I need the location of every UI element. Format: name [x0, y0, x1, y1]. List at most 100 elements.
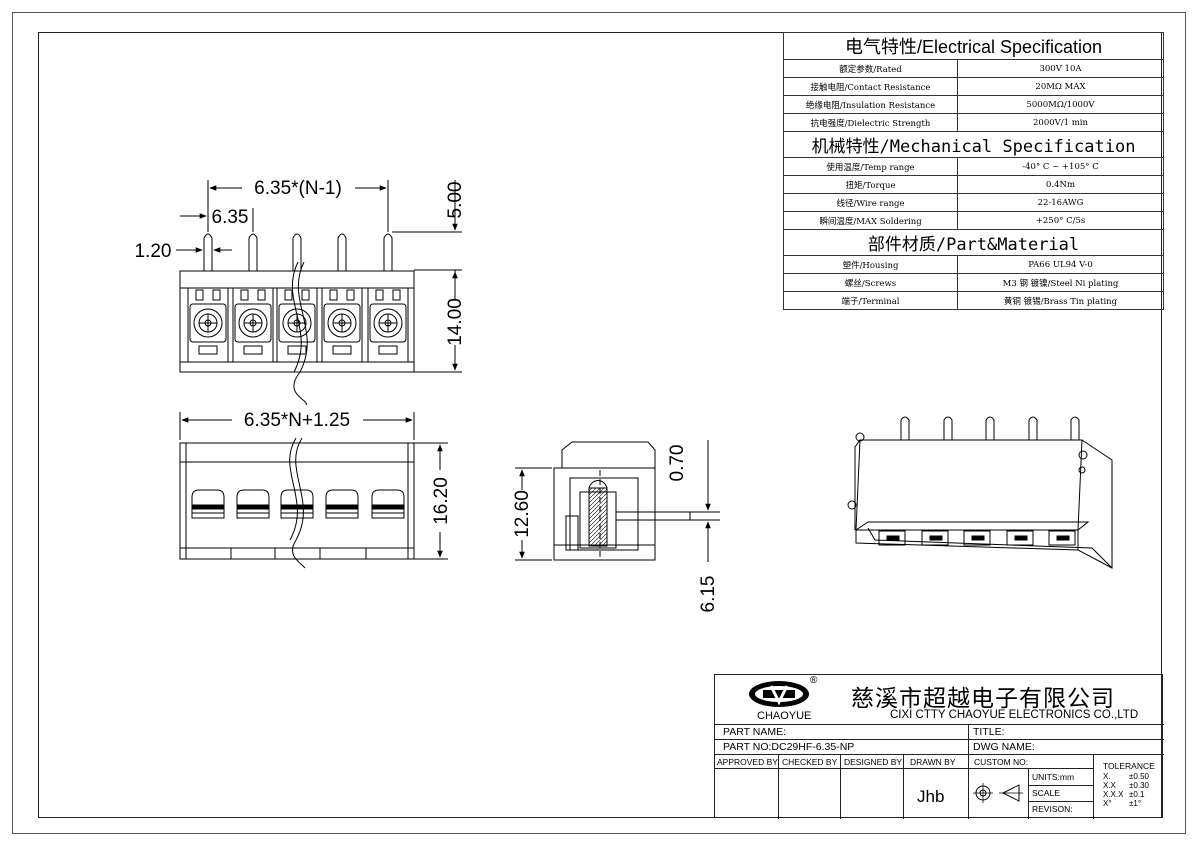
dim-pitch-n1-label: 6.35*(N-1)	[254, 178, 342, 199]
dim-bottom-height	[414, 442, 448, 560]
spec-value: 5000MΩ/1000V	[957, 95, 1164, 114]
spec-label: 绝缘电阻/Insulation Resistance	[783, 95, 958, 114]
checked-by-label: CHECKED BY	[782, 757, 838, 767]
company-name-cn: 慈溪市超越电子有限公司	[851, 686, 1115, 712]
spec-value: M3 钢 镀镍/Steel Ni plating	[957, 273, 1164, 292]
front-view	[179, 233, 415, 373]
terminal-cell	[321, 287, 363, 363]
spec-row: 使用温度/Temp range-40° C ~ +105° C	[783, 157, 1164, 176]
iso-cell	[1006, 530, 1034, 546]
dim-pitch-label: 6.35	[212, 207, 249, 228]
spec-value: 300V 10A	[957, 59, 1164, 78]
iso-cell	[878, 530, 906, 546]
logo-registered-mark: ®	[810, 675, 818, 686]
units-label: UNITS:mm	[1032, 772, 1075, 782]
title-label: TITLE:	[973, 726, 1005, 738]
part-no-label: PART NO:DC29HF-6.35-NP	[723, 741, 855, 753]
spec-value: PA66 UL94 V-0	[957, 255, 1164, 274]
spec-value: 黄铜 镀锡/Brass Tin plating	[957, 291, 1164, 310]
spec-label: 扭矩/Torque	[783, 175, 958, 194]
pin	[337, 233, 347, 271]
spec-label: 抗电强度/Dielectric Strength	[783, 113, 958, 132]
spec-label: 螺丝/Screws	[783, 273, 958, 292]
terminal-cell	[187, 287, 229, 363]
spec-value: +250° C/5s	[957, 211, 1164, 230]
dim-pin-length	[392, 180, 462, 272]
spec-row: 瞬间温度/MAX Soldering+250° C/5s	[783, 211, 1164, 230]
revision-label: REVISON:	[1032, 804, 1073, 814]
terminal-cell	[232, 287, 274, 363]
spec-section-title: 部件材质/Part&Material	[783, 229, 1164, 256]
front-body	[179, 270, 415, 373]
isometric-view	[847, 416, 1113, 569]
pin-group	[203, 233, 393, 271]
bottom-cell	[365, 489, 405, 559]
tolerance-value: ±0.50	[1129, 772, 1149, 781]
tolerance-key: X.X.X	[1103, 790, 1124, 799]
side-view	[553, 441, 691, 561]
bottom-cell	[319, 489, 359, 559]
tolerance-title: TOLERANCE	[1103, 761, 1155, 771]
iso-pins	[900, 416, 1080, 440]
tolerance-value: ±0.30	[1129, 781, 1149, 790]
bottom-body	[179, 442, 415, 560]
tolerance-row: X.X.X ±0.1	[1103, 790, 1149, 799]
iso-pin	[943, 416, 953, 440]
spec-value: 20MΩ MAX	[957, 77, 1164, 96]
company-name-en: CIXI CTTY CHAOYUE ELECTRONICS CO.,LTD	[890, 709, 1139, 721]
custom-no-label: CUSTOM NO:	[974, 757, 1029, 767]
dim-bottom-height-label: 16.20	[431, 477, 452, 525]
terminal-cell	[367, 287, 409, 363]
scale-label: SCALE	[1032, 788, 1060, 798]
projection-symbol-icon	[973, 783, 1023, 803]
spec-value: -40° C ~ +105° C	[957, 157, 1164, 176]
dim-side-top-label: 0.70	[667, 445, 688, 482]
bottom-view	[179, 442, 415, 560]
inner-border	[38, 32, 1162, 818]
logo-text: CHAOYUE	[757, 710, 812, 722]
iso-cells	[878, 530, 1076, 546]
dim-side-top	[690, 440, 720, 562]
drawn-by-value: Jhb	[917, 787, 945, 806]
spec-label: 线径/Wire range	[783, 193, 958, 212]
tolerance-key: X.X	[1103, 781, 1116, 790]
pin	[383, 233, 393, 271]
dim-pin-width-label: 1.20	[135, 241, 172, 262]
spec-label: 接触电阻/Contact Resistance	[783, 77, 958, 96]
iso-pin	[1028, 416, 1038, 440]
iso-cell	[1048, 530, 1076, 546]
title-block: ® CHAOYUE 慈溪市超越电子有限公司 CIXI CTTY CHAOYUE …	[714, 674, 1164, 819]
tolerance-value: ±0.1	[1129, 790, 1145, 799]
tolerance-row: X° ±1°	[1103, 799, 1149, 808]
iso-cell	[963, 530, 991, 546]
bottom-cell	[185, 489, 225, 559]
bottom-cell	[230, 489, 270, 559]
tolerance-value: ±1°	[1129, 799, 1142, 808]
tolerance-row: X.X ±0.30	[1103, 781, 1149, 790]
spec-value: 0.4Nm	[957, 175, 1164, 194]
terminal-cell	[276, 287, 318, 363]
part-name-label: PART NAME:	[723, 726, 787, 738]
dwg-name-label: DWG NAME:	[973, 741, 1035, 753]
break-line-bottom	[291, 437, 306, 569]
company-logo	[749, 681, 809, 707]
spec-section-title: 电气特性/Electrical Specification	[783, 32, 1164, 60]
side-body	[553, 467, 656, 561]
dim-body-height-label: 14.00	[445, 298, 466, 346]
break-line-top	[293, 261, 308, 406]
tolerance-key: X.	[1103, 772, 1111, 781]
bottom-cell	[274, 489, 314, 559]
dim-total-length-label: 6.35*N+1.25	[244, 410, 350, 431]
dim-side-bottom-label: 6.15	[698, 576, 719, 613]
tolerance-key: X°	[1103, 799, 1112, 808]
spec-value: 22-16AWG	[957, 193, 1164, 212]
